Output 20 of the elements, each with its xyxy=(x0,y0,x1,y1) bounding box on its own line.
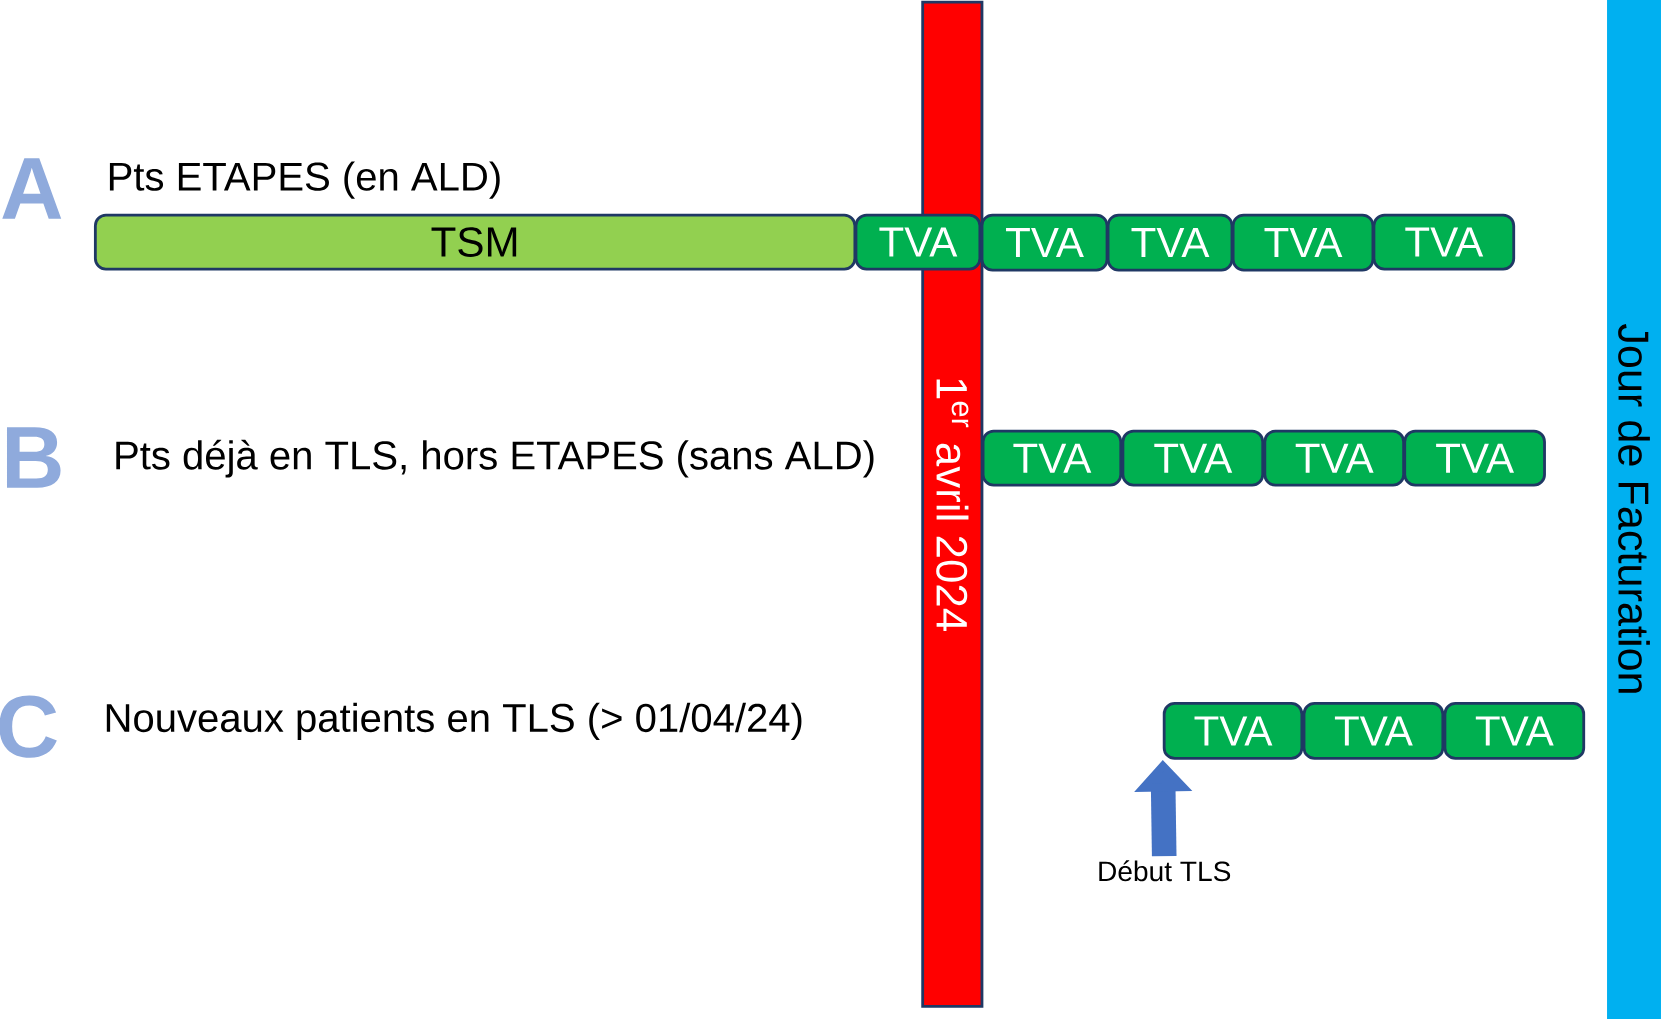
period-box: TVA xyxy=(854,213,982,271)
billing-bar: Jour de Facturation xyxy=(1607,0,1661,1019)
row-title: Pts déjà en TLS, hors ETAPES (sans ALD) xyxy=(116,439,874,478)
period-box: TVA xyxy=(981,429,1123,487)
period-box: TVA xyxy=(1403,429,1546,487)
period-box: TVA xyxy=(1121,429,1265,487)
row-letter: A xyxy=(2,158,62,219)
period-box: TVA xyxy=(1443,701,1586,760)
period-box: TVA xyxy=(980,213,1109,272)
period-box: TVA xyxy=(1302,701,1445,760)
period-box: TVA xyxy=(1162,701,1304,760)
caption-text: Début TLS xyxy=(1099,860,1231,882)
row-letter: B xyxy=(7,427,61,488)
period-box: TSM xyxy=(93,213,857,271)
period-box: TVA xyxy=(1372,213,1516,271)
row-letter: C xyxy=(0,695,57,758)
period-box: TVA xyxy=(1106,213,1234,272)
period-box: TVA xyxy=(1263,429,1406,487)
row-title: Nouveaux patients en TLS (> 01/04/24) xyxy=(106,702,802,741)
period-box: TVA xyxy=(1231,213,1375,272)
